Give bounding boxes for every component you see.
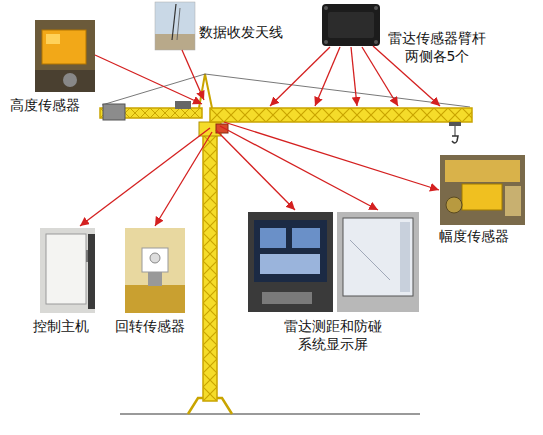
control-unit-photo — [40, 228, 95, 313]
counter-jib-tie — [102, 74, 205, 105]
hook-rope — [455, 126, 456, 136]
antenna-photo — [155, 2, 195, 50]
crane-mast — [203, 135, 217, 401]
photo-caption: 高度传感器 — [10, 97, 110, 115]
caption-block: 雷达传感器臂杆 两侧各5个 — [384, 30, 490, 65]
caption-block: 回转传感器 — [115, 318, 205, 336]
leader-arrows — [80, 46, 440, 226]
jib-lattice — [210, 108, 472, 122]
photo-callout: 幅度传感器 — [440, 155, 525, 225]
jib-tie — [205, 74, 470, 107]
photo-caption: 数据收发天线 — [199, 24, 309, 42]
caption-block: 幅度传感器 — [439, 228, 539, 246]
photo-caption: 雷达传感器臂杆 两侧各5个 — [384, 30, 490, 65]
photo-callout: 控制主机 — [40, 228, 95, 313]
hook — [452, 136, 458, 143]
photo-callout: 高度传感器 — [35, 20, 95, 92]
photo-caption: 回转传感器 — [115, 318, 205, 336]
caption-block: 控制主机 — [33, 318, 113, 336]
photo-caption: 幅度传感器 — [439, 228, 539, 246]
display-screen-photo — [248, 212, 419, 312]
counterweight — [103, 104, 125, 120]
photo-caption: 雷达测距和防碰 系统显示屏 — [280, 318, 386, 353]
hoist-winch — [175, 101, 191, 109]
height-sensor-photo — [35, 20, 95, 92]
photo-callout: 数据收发天线 — [155, 2, 195, 50]
slewing-sensor-photo — [125, 228, 185, 313]
radar-sensor-photo — [322, 4, 380, 46]
amplitude-sensor-photo — [440, 155, 525, 225]
trolley — [449, 122, 461, 126]
photo-callout: 回转传感器 — [125, 228, 185, 313]
photo-callout: 雷达传感器臂杆 两侧各5个 — [322, 4, 380, 46]
photo-callout: 雷达测距和防碰 系统显示屏 — [248, 212, 419, 312]
ground-line — [120, 413, 420, 415]
photo-caption: 控制主机 — [33, 318, 113, 336]
crane-jib — [210, 108, 472, 122]
caption-block: 雷达测距和防碰 系统显示屏 — [280, 318, 386, 353]
mast-lattice — [203, 135, 217, 401]
caption-block: 高度传感器 — [10, 97, 110, 115]
caption-block: 数据收发天线 — [199, 24, 309, 42]
